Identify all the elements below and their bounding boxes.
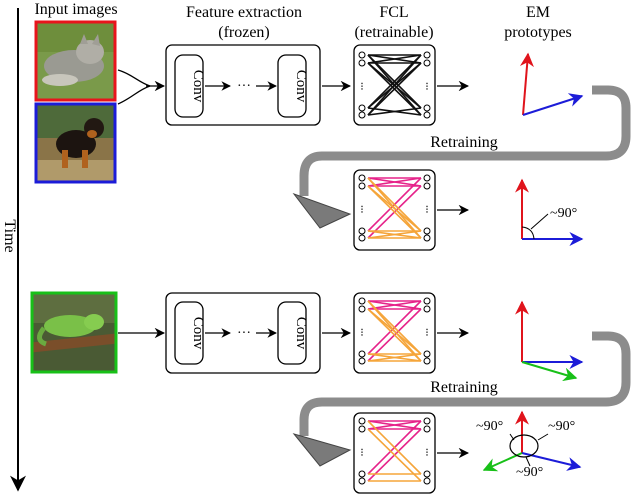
fcl-2: ⁝ ⁝ xyxy=(353,169,436,251)
merge-arrow-cat xyxy=(117,69,151,87)
fcl-retrainable-label: (retrainable) xyxy=(354,24,433,41)
em-label: EM xyxy=(526,4,550,21)
svg-text:⁝: ⁝ xyxy=(425,327,429,339)
feature-extraction-label: Feature extraction xyxy=(186,4,302,21)
svg-text:⁝: ⁝ xyxy=(425,447,429,459)
svg-text:⁝: ⁝ xyxy=(360,81,364,93)
prototypes-label: prototypes xyxy=(504,24,572,41)
conv-layer-label: Conv xyxy=(293,317,309,350)
feature-extraction-frozen-label: (frozen) xyxy=(218,24,270,41)
feature-extractor-2: Conv ··· Conv xyxy=(165,292,321,374)
retraining-label-2: Retraining xyxy=(430,379,498,396)
layers-ellipsis: ··· xyxy=(237,79,251,94)
fcl-1: ⁝ ⁝ xyxy=(353,44,436,126)
em-prototypes-3 xyxy=(515,300,584,382)
fcl-4: ⁝ ⁝ xyxy=(353,412,436,494)
chameleon-image xyxy=(30,291,118,374)
layers-ellipsis: ··· xyxy=(237,326,251,341)
retraining-arrow-1 xyxy=(292,85,631,229)
svg-text:⁝: ⁝ xyxy=(425,204,429,216)
fcl-label: FCL xyxy=(379,4,408,21)
angle-label-4b: ~90° xyxy=(548,419,575,434)
svg-text:⁝: ⁝ xyxy=(360,204,364,216)
retraining-label-1: Retraining xyxy=(430,134,498,151)
dog-image xyxy=(34,102,117,184)
conv-layer-label: Conv xyxy=(293,70,309,103)
time-label: Time xyxy=(1,219,18,252)
svg-text:⁝: ⁝ xyxy=(425,81,429,93)
svg-text:⁝: ⁝ xyxy=(360,447,364,459)
conv-layer-label: Conv xyxy=(190,70,206,103)
angle-label-2: ~90° xyxy=(550,206,577,221)
svg-text:⁝: ⁝ xyxy=(360,327,364,339)
cat-image xyxy=(34,20,117,102)
input-images-label: Input images xyxy=(34,1,117,18)
feature-extractor-1: Conv ··· Conv xyxy=(165,44,321,126)
em-prototypes-1 xyxy=(519,52,584,116)
angle-label-4c: ~90° xyxy=(516,465,543,480)
retraining-arrow-2 xyxy=(292,331,631,467)
em-prototypes-4 xyxy=(482,410,582,472)
conv-layer-label: Conv xyxy=(190,317,206,350)
em-prototypes-2 xyxy=(515,178,584,246)
merge-arrow-dog xyxy=(117,85,151,105)
angle-label-4a: ~90° xyxy=(476,419,503,434)
fcl-3: ⁝ ⁝ xyxy=(353,292,436,374)
